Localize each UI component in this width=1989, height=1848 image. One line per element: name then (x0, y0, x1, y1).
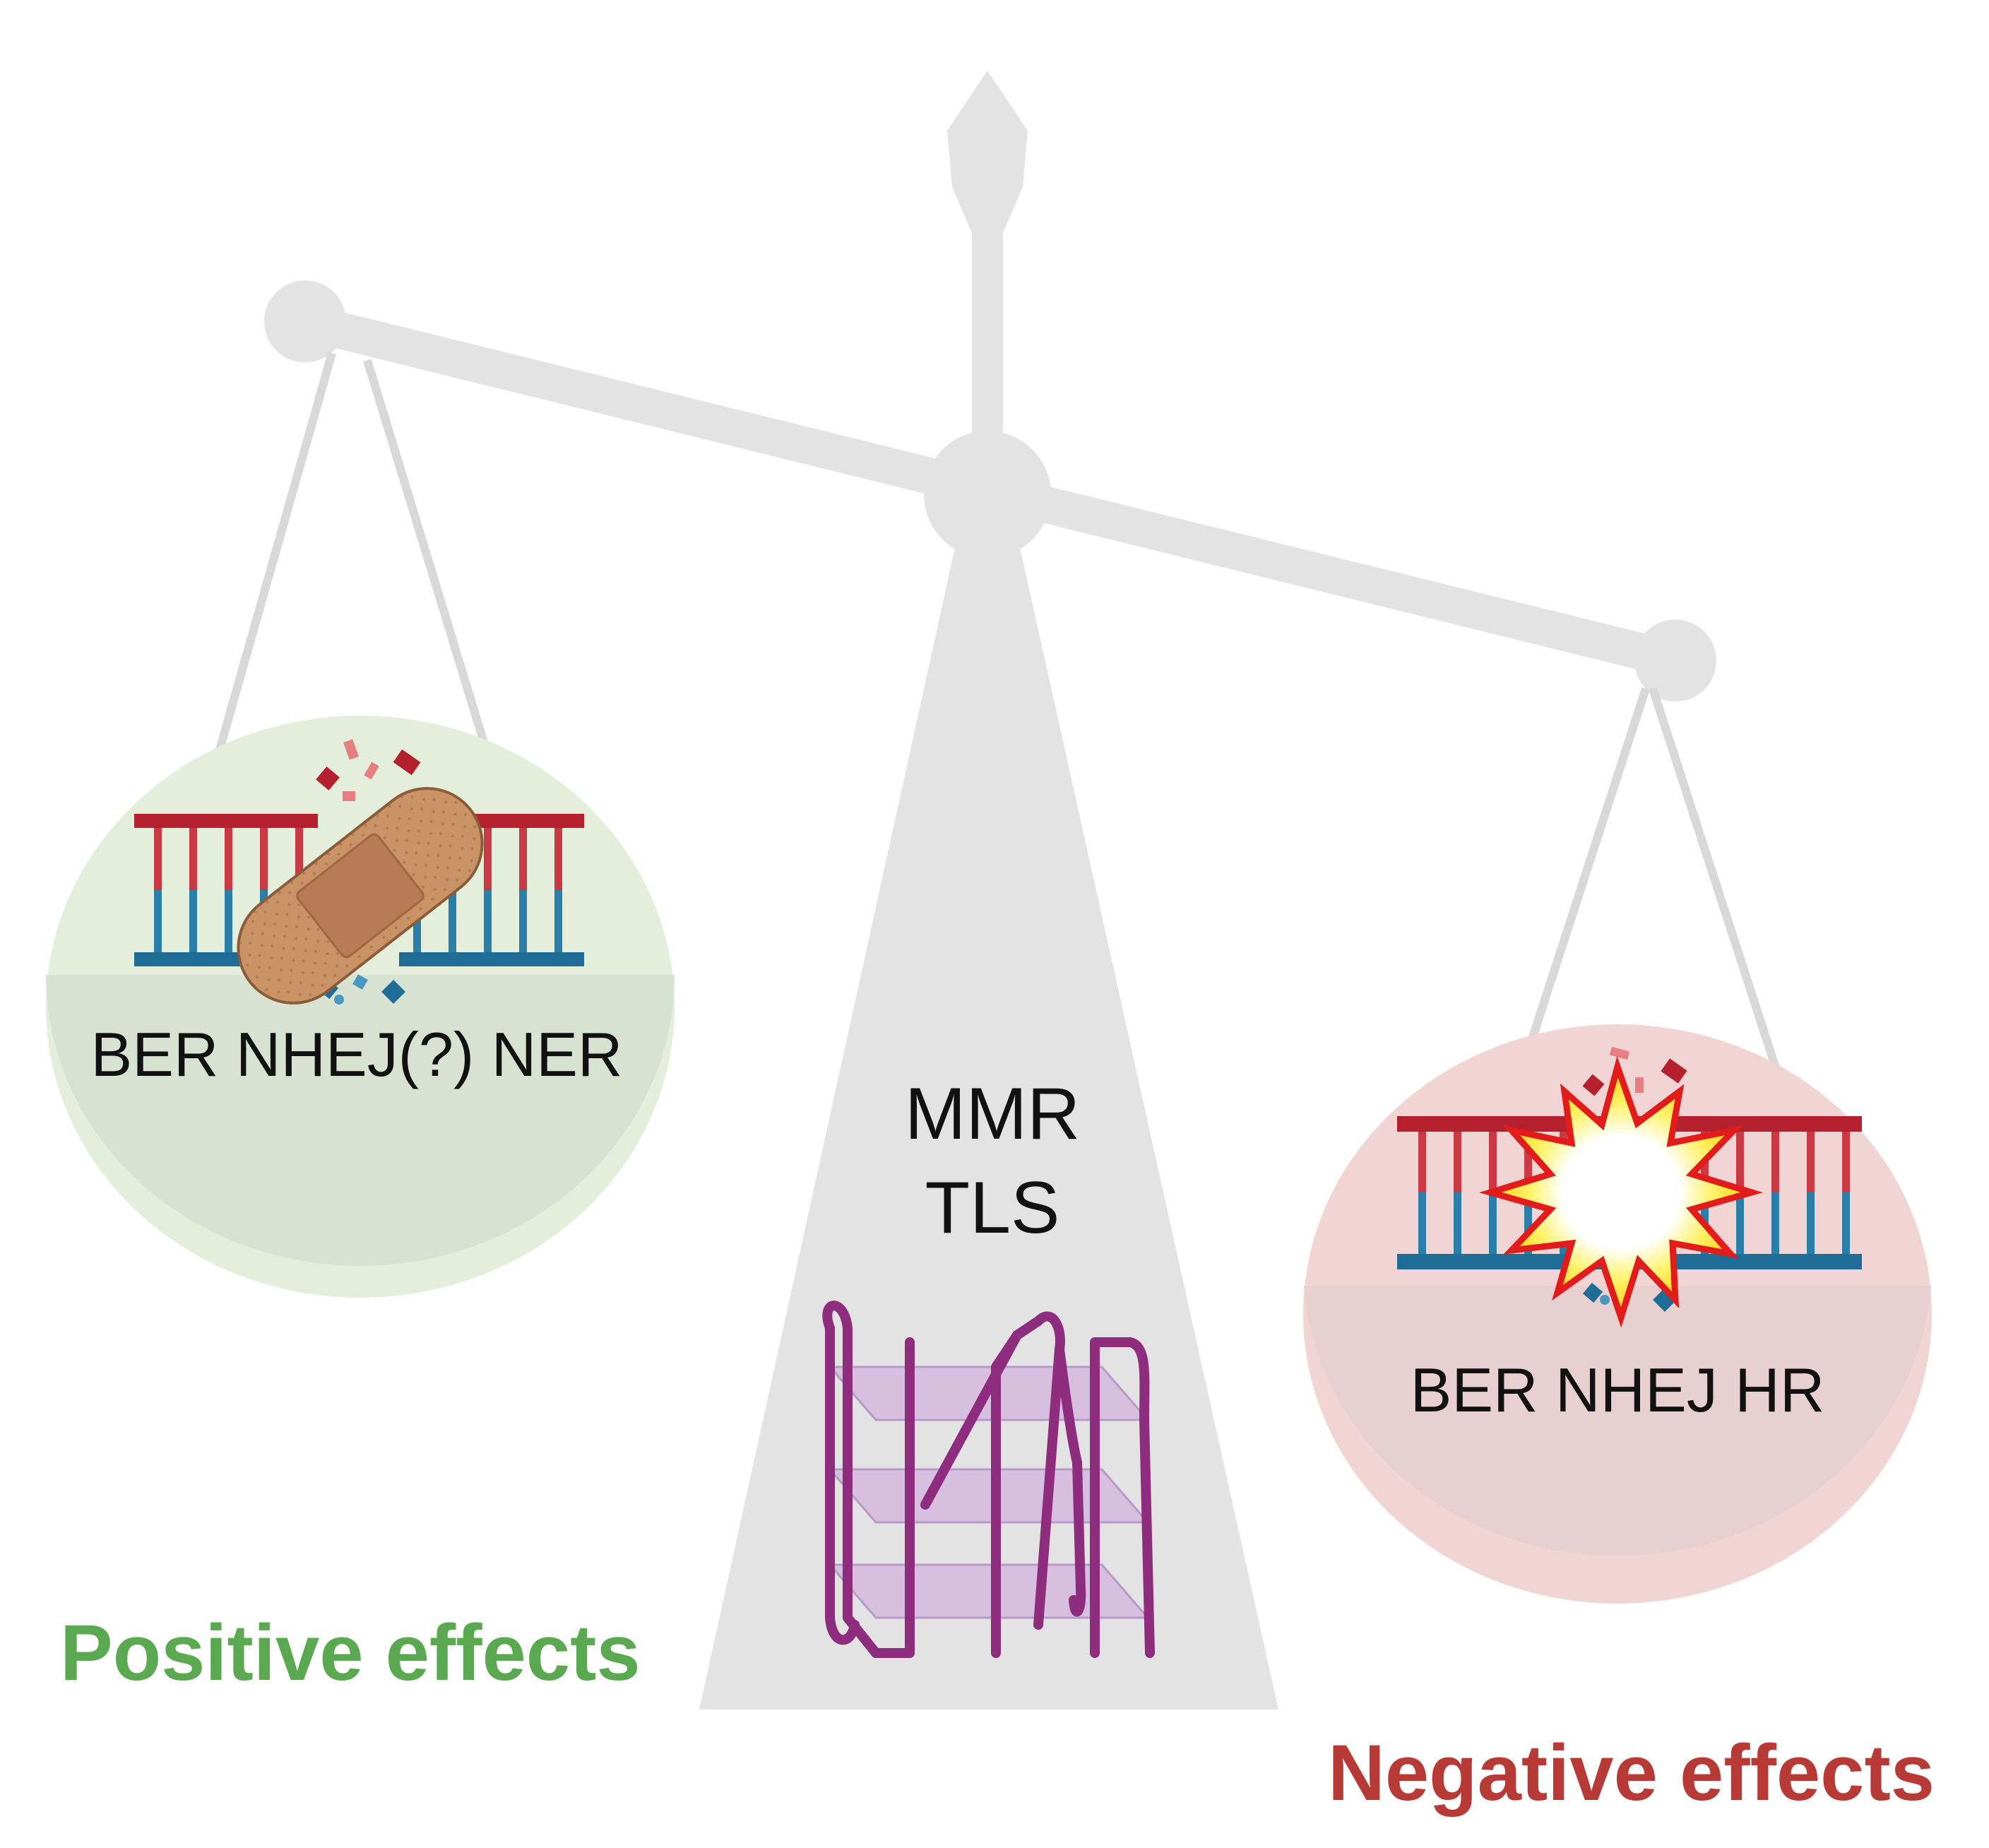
right-pan-shade (1304, 1286, 1931, 1556)
dna-strand-top-left (134, 814, 318, 828)
scale-finial (947, 71, 1028, 494)
scale-beam-right-knob (1634, 620, 1716, 701)
bandage-dna-repair-icon (134, 739, 584, 1005)
dna-double-strand-break-icon (1397, 1046, 1862, 1328)
dna-debris-red (316, 739, 421, 801)
negative-effects-label: Negative effects (1328, 1729, 1935, 1817)
scale-strings (208, 352, 1784, 1082)
explosion-burst-icon (1479, 1055, 1763, 1328)
positive-effects-label: Positive effects (60, 1609, 641, 1697)
scale-pivot (924, 431, 1051, 558)
quadruplex-planes (827, 1366, 1151, 1619)
left-pan-label: BER NHEJ(?) NER (91, 1019, 623, 1089)
bandage-icon (237, 787, 484, 1005)
scale-beam-left-knob (264, 280, 346, 362)
center-label-mmr: MMR (905, 1073, 1080, 1155)
dna-debris-red-right (1582, 1046, 1687, 1096)
left-pan (46, 716, 675, 1298)
left-pan-shade (46, 975, 675, 1266)
center-label-tls: TLS (925, 1167, 1060, 1249)
dna-strand-bottom-right (399, 952, 584, 966)
right-pan-label: BER NHEJ HR (1411, 1355, 1825, 1425)
quadruplex-strands (822, 1301, 1155, 1658)
g-quadruplex-icon (822, 1301, 1155, 1658)
